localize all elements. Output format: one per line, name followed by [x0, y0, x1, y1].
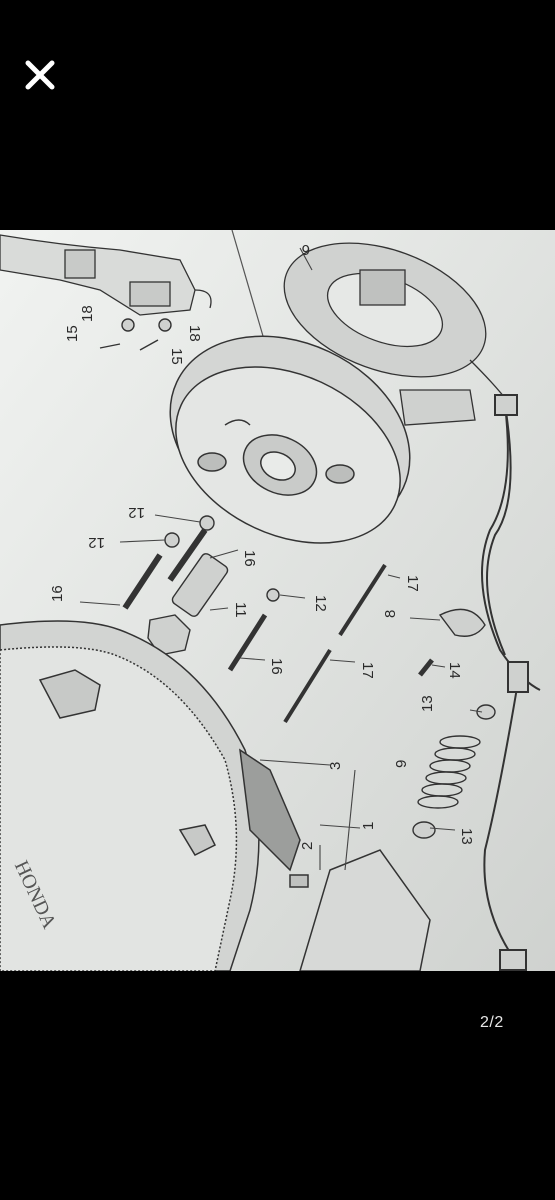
part-label: 12	[88, 534, 105, 551]
part-label: 15	[168, 348, 185, 365]
fasteners	[99, 318, 496, 839]
part-label: 15	[64, 325, 81, 342]
part-label: 9	[393, 760, 410, 768]
exploded-view-diagram: HONDA 6 18 15 18	[0, 230, 555, 971]
part-label: 18	[186, 325, 203, 342]
part-label: 6	[302, 241, 310, 258]
part-label: 16	[241, 550, 258, 567]
spring	[417, 735, 481, 809]
part-label: 16	[49, 585, 66, 602]
part-label: 13	[458, 828, 475, 845]
flywheel-rotor	[169, 335, 411, 544]
part-labels: 6 18 15 18 15 12 12 16 16 11 12 16 17 17…	[49, 241, 475, 850]
stator-left	[0, 234, 212, 316]
part-label: 16	[268, 658, 285, 675]
leader-lines	[79, 247, 483, 871]
part-label: 13	[419, 695, 436, 712]
close-icon	[25, 60, 55, 90]
part-label: 2	[299, 842, 316, 850]
page-counter: 2/2	[480, 1014, 504, 1031]
close-button[interactable]	[22, 57, 58, 93]
part-label: 1	[360, 822, 377, 830]
part-label: 11	[232, 602, 249, 618]
stator-right	[283, 242, 511, 426]
parts-diagram-photo: HONDA 6 18 15 18	[0, 230, 555, 971]
wire-harness	[481, 394, 541, 971]
part-label: 18	[79, 305, 96, 322]
part-label: 14	[446, 662, 463, 679]
part-label: 17	[359, 662, 376, 679]
part-label: 12	[128, 504, 145, 521]
part-label: 8	[382, 610, 399, 618]
engine-cover: HONDA	[0, 620, 431, 971]
part-label: 12	[312, 595, 329, 612]
part-label: 3	[327, 762, 344, 770]
part-label: 17	[404, 575, 421, 592]
